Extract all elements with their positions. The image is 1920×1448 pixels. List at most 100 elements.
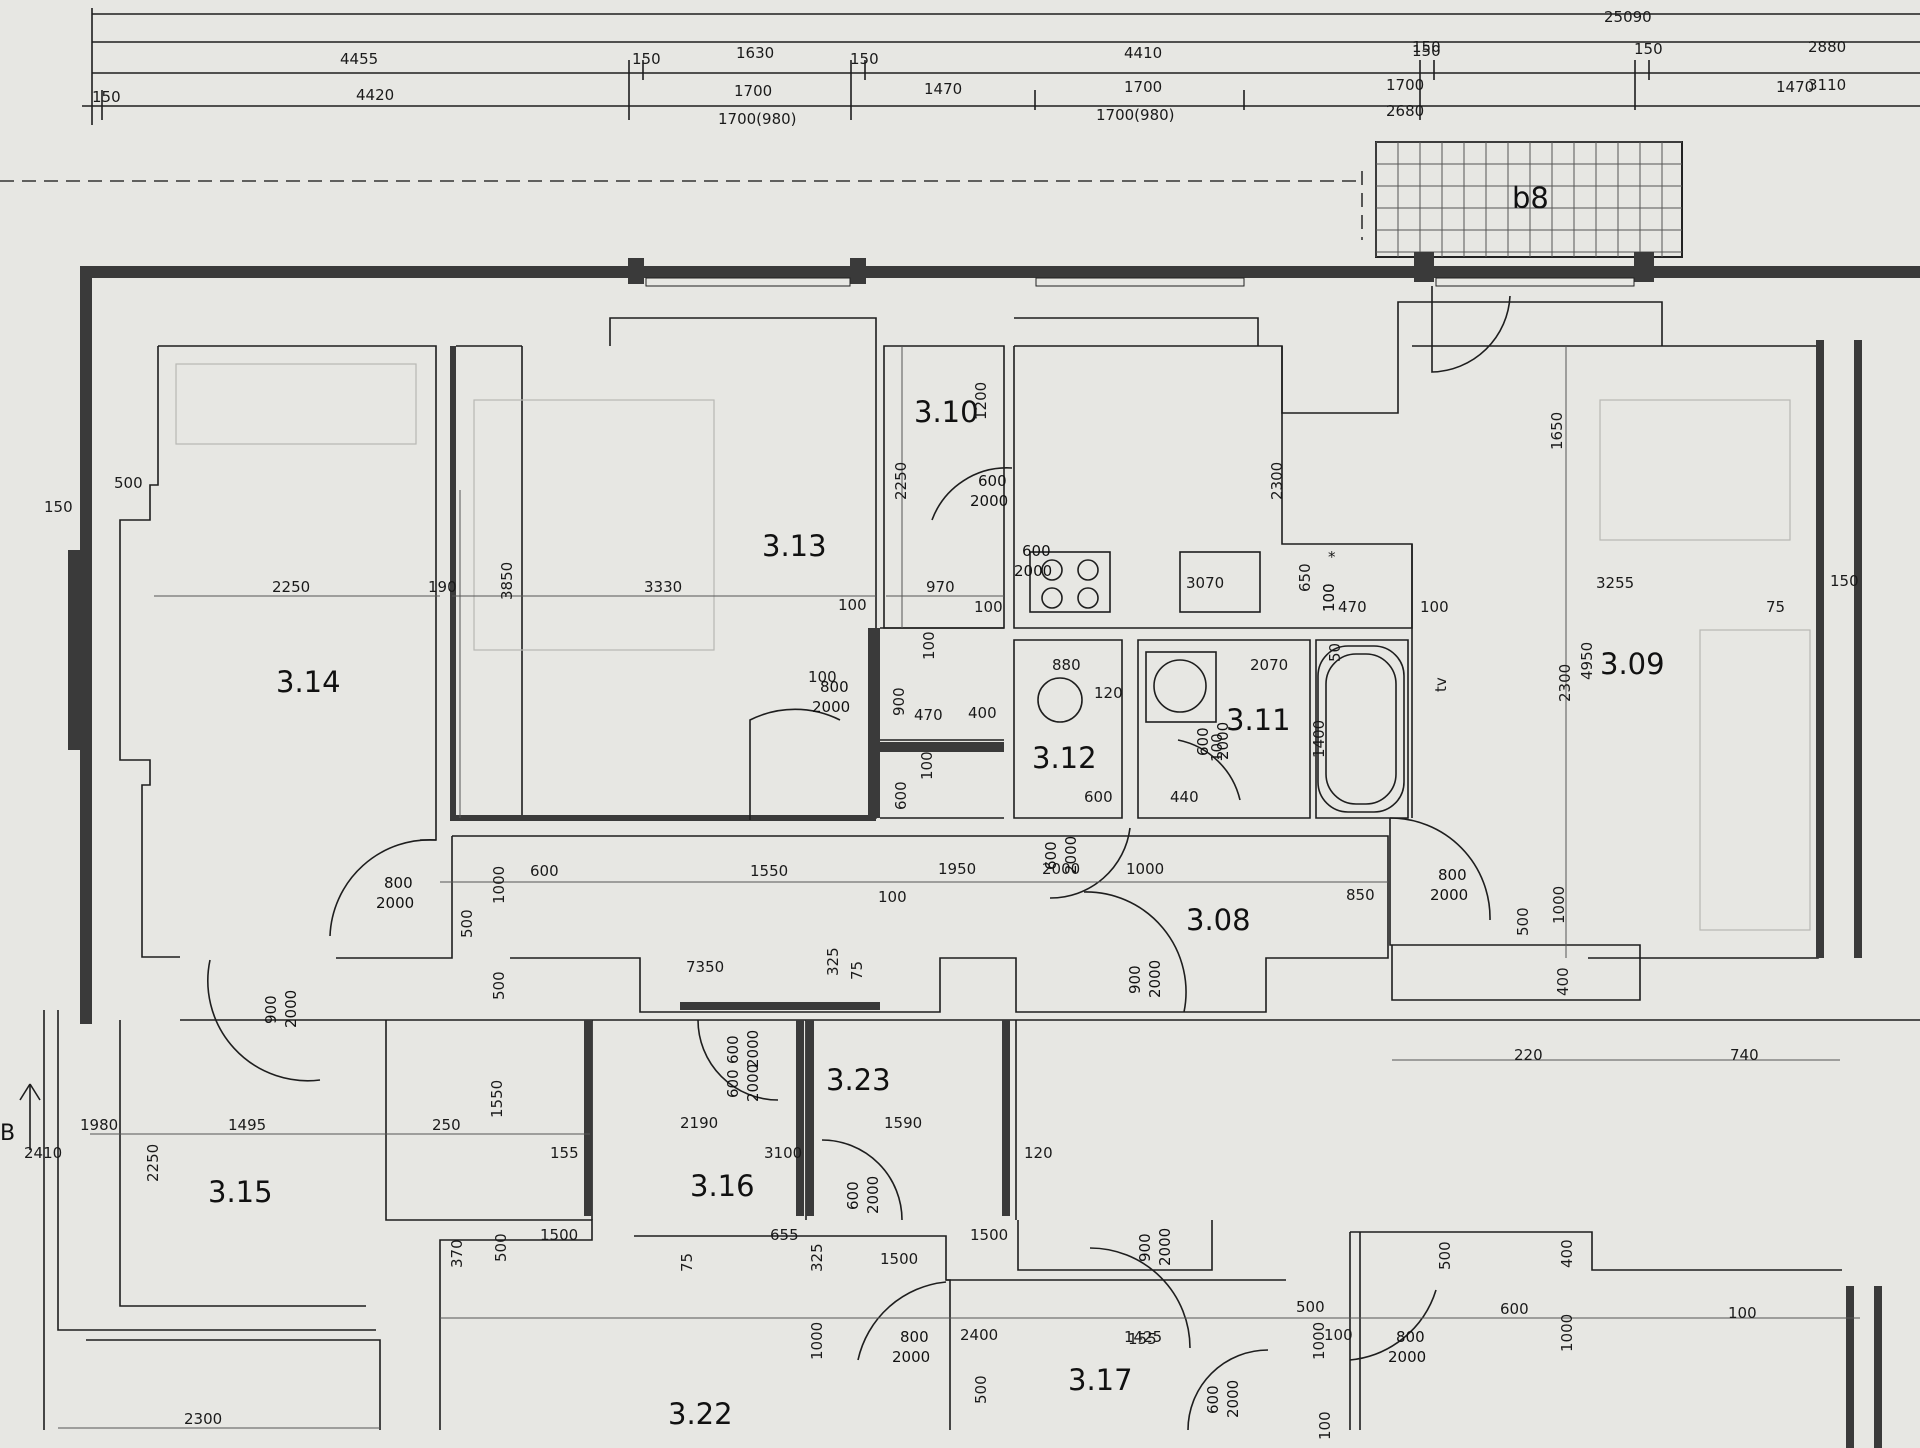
door-width-label: 900 <box>1126 965 1144 994</box>
door-height-label: 2000 <box>1388 1348 1426 1366</box>
door-width-label: 900 <box>262 995 280 1024</box>
dimension-label: 1650 <box>1548 412 1566 450</box>
door-height-label: 2000 <box>970 492 1008 510</box>
door-width-label: 600 <box>724 1069 742 1098</box>
dimension-label: 2410 <box>24 1144 62 1162</box>
dimension-label: 2250 <box>892 462 910 500</box>
dimension-label: 1470 <box>1776 78 1814 96</box>
dimension-label: 150 <box>44 498 73 516</box>
door-height-label: 2000 <box>1146 960 1164 998</box>
dimension-label: 1700 <box>734 82 772 100</box>
dimension-label: 600 <box>1500 1300 1529 1318</box>
room-label: 3.17 <box>1068 1363 1133 1397</box>
dimension-label: 500 <box>1296 1298 1325 1316</box>
door-swings <box>207 286 1511 1431</box>
dimension-label: 150 <box>1634 40 1663 58</box>
dimension-label: 3110 <box>1808 76 1846 94</box>
door-width-label: 600 <box>1042 841 1060 870</box>
dimension-label: 650 <box>1296 563 1314 592</box>
dimension-label: 100 <box>1420 598 1449 616</box>
door-height-label: 2000 <box>744 1064 762 1102</box>
door-width-label: 600 <box>1194 727 1212 756</box>
door-width-label: 600 <box>844 1181 862 1210</box>
toilet <box>1037 677 1083 723</box>
dimension-label: 3100 <box>764 1144 802 1162</box>
room-outlines <box>43 301 1920 1448</box>
room-label: 3.09 <box>1600 647 1665 681</box>
dimension-label: 3850 <box>498 562 516 600</box>
dimension-label: 100 <box>1324 1326 1353 1344</box>
dimension-label: 1500 <box>540 1226 578 1244</box>
dimension-label: 50 <box>1326 643 1344 662</box>
door-height-label: 2000 <box>376 894 414 912</box>
dimension-label: 325 <box>808 1243 826 1272</box>
dimension-label: 500 <box>490 971 508 1000</box>
dimension-label: 1000 <box>1310 1322 1328 1360</box>
dimension-label: 1400 <box>1310 720 1328 758</box>
kitchen-stove <box>1029 551 1111 613</box>
dimension-label: 1200 <box>972 382 990 420</box>
dimension-label: 100 <box>918 751 936 780</box>
dimension-label: 25090 <box>1604 8 1652 26</box>
dimension-label: 500 <box>458 909 476 938</box>
door-height-label: 2000 <box>744 1030 762 1068</box>
dimension-label: 2300 <box>1268 462 1286 500</box>
room-label: 3.23 <box>826 1063 891 1097</box>
dimension-label: 2250 <box>272 578 310 596</box>
room-label: 3.08 <box>1186 903 1251 937</box>
dimension-label: 600 <box>1084 788 1113 806</box>
dimension-label: 100 <box>1316 1411 1334 1440</box>
door-width-label: 800 <box>1396 1328 1425 1346</box>
dimension-label: 100 <box>920 631 938 660</box>
dimension-label: 100 <box>838 596 867 614</box>
dimension-label: 155 <box>550 1144 579 1162</box>
dimension-label: 1950 <box>938 860 976 878</box>
room-label: b8 <box>1512 181 1549 215</box>
door-width-label: 600 <box>1204 1385 1222 1414</box>
door-width-label: 600 <box>724 1035 742 1064</box>
dimension-label: 2000 <box>1042 860 1080 878</box>
dimension-label: 500 <box>492 1233 510 1262</box>
door-height-label: 2000 <box>1014 562 1052 580</box>
door-width-label: 800 <box>820 678 849 696</box>
dimension-label: 880 <box>1052 656 1081 674</box>
dimension-label: 740 <box>1730 1046 1759 1064</box>
dimension-label: 850 <box>1346 886 1375 904</box>
door-height-label: 2000 <box>1062 836 1080 874</box>
kitchen-sink <box>1179 551 1261 613</box>
dimension-label: 4950 <box>1578 642 1596 680</box>
door-height-label: 2000 <box>1214 722 1232 760</box>
dimension-label: 500 <box>114 474 143 492</box>
dimension-label: 400 <box>1554 967 1572 996</box>
dimension-label: 150 <box>850 50 879 68</box>
dimension-label: 2880 <box>1808 38 1846 56</box>
dimension-label: 155 <box>1128 1330 1157 1348</box>
room-label: 3.14 <box>276 665 341 699</box>
star-marker: * <box>1328 548 1336 566</box>
dimension-label: 75 <box>848 961 866 980</box>
section-marker-label: B <box>0 1121 15 1146</box>
dimension-label: 1500 <box>880 1250 918 1268</box>
door-width-label: 900 <box>1136 1233 1154 1262</box>
dimension-label: 1425 <box>1124 1328 1162 1346</box>
dimension-label: 2190 <box>680 1114 718 1132</box>
top-dimension-labels: 2509044551501630150441015016301502880150… <box>92 8 1846 128</box>
room-label: 3.15 <box>208 1175 273 1209</box>
dimension-label: 3070 <box>1186 574 1224 592</box>
dimension-label: 325 <box>824 947 842 976</box>
exterior-walls <box>68 252 1920 1024</box>
dimension-label: 600 <box>530 862 559 880</box>
washbasin <box>1145 651 1217 723</box>
dimension-label: 150 <box>1830 572 1859 590</box>
dimension-label: 4455 <box>340 50 378 68</box>
dimension-label: 1500 <box>970 1226 1008 1244</box>
dimension-label: 100 <box>878 888 907 906</box>
door-height-label: 2000 <box>1156 1228 1174 1266</box>
dimension-label: 75 <box>678 1253 696 1272</box>
dimension-label: 500 <box>972 1375 990 1404</box>
dimension-label: 1550 <box>750 862 788 880</box>
dimension-label: 970 <box>926 578 955 596</box>
door-width-label: 800 <box>384 874 413 892</box>
dimension-label: 470 <box>914 706 943 724</box>
